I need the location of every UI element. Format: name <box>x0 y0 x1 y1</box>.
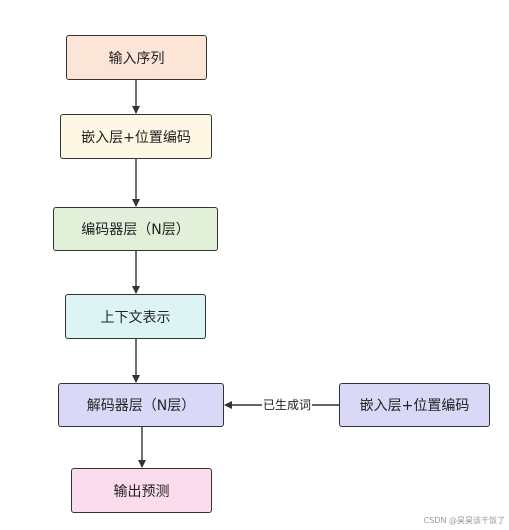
node-input-sequence: 输入序列 <box>66 35 207 80</box>
watermark: CSDN @昊昊该干饭了 <box>423 516 505 525</box>
node-embedding-positional-encoding: 嵌入层+位置编码 <box>60 114 212 159</box>
edge-label-generated-words: 已生成词 <box>262 396 313 413</box>
node-output-prediction: 输出预测 <box>71 468 212 513</box>
node-encoder-layers: 编码器层（N层） <box>53 207 218 251</box>
node-decoder-layers: 解码器层（N层） <box>58 383 224 427</box>
node-context-representation: 上下文表示 <box>65 294 206 339</box>
node-generated-embedding: 嵌入层+位置编码 <box>339 383 490 427</box>
